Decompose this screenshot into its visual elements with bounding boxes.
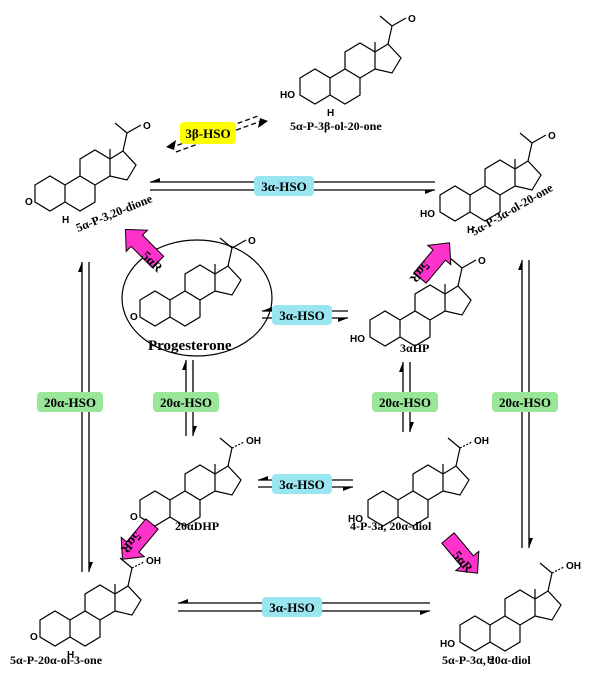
compound-label-p3b: 5α-P-3β-ol-20-one <box>290 119 382 133</box>
svg-text:3α-HSO: 3α-HSO <box>279 477 325 492</box>
structure-diol4p: OH HO <box>348 436 489 527</box>
enzyme-box-3a-hso-bottom: 3α-HSO <box>262 597 322 617</box>
enzyme-box-3a-hso-middle: 3α-HSO <box>272 305 332 325</box>
atom-label: O <box>478 256 486 267</box>
atom-label: HO <box>440 639 455 650</box>
atom-label: O <box>408 14 416 25</box>
arrowhead <box>89 562 93 572</box>
structure-progesterone: O O <box>130 236 256 327</box>
atom-label: HO <box>280 90 295 101</box>
structure-20adhp: OH O <box>130 436 261 527</box>
progesterone-highlight-ellipse <box>121 239 273 357</box>
atom-label: O <box>130 312 138 323</box>
arrowhead <box>178 599 188 603</box>
compound-label-diol5a: 5α-P-3α, 20α-diol <box>442 653 531 667</box>
compound-label-20adhp: 20αDHP <box>175 519 219 533</box>
svg-text:20α-HSO: 20α-HSO <box>379 395 431 410</box>
structure-3ahp: O HO <box>350 256 486 347</box>
atom-label: OH <box>474 436 489 447</box>
atom-label: H <box>67 650 74 661</box>
arrowhead <box>182 360 186 370</box>
atom-label: O <box>25 197 33 208</box>
enzyme-box-3b-hso: 3β-HSO <box>180 122 236 144</box>
structure-p20aol3one: OH O H <box>30 556 161 661</box>
compound-label-dione: 5α-P-3,20-dione <box>74 191 155 235</box>
arrowhead <box>338 318 348 322</box>
arrowhead <box>343 487 353 491</box>
atom-label: HO <box>348 514 363 525</box>
arrowhead <box>258 118 268 128</box>
arrowhead <box>518 260 522 270</box>
reductase-arrow-1: 5αR <box>124 228 166 275</box>
arrowhead <box>78 262 82 272</box>
svg-text:3α-HSO: 3α-HSO <box>261 179 307 194</box>
compound-label-diol4p: 4-P-3a, 20α-diol <box>350 519 432 533</box>
compound-label-3ahp: 3αHP <box>400 341 429 355</box>
atom-label: H <box>62 215 69 226</box>
compound-label-progesterone: Progesterone <box>148 338 232 354</box>
enzyme-box-3a-hso-lower: 3α-HSO <box>272 474 332 494</box>
atom-label: H <box>467 225 474 236</box>
structure-dione: O O H <box>25 121 151 226</box>
reductase-arrow-2: 5αR <box>407 242 452 287</box>
arrowhead <box>193 426 197 436</box>
enzyme-box-3a-hso-top: 3α-HSO <box>254 176 314 196</box>
arrowhead <box>262 307 272 311</box>
structure-diol5a: OH HO H <box>440 561 581 666</box>
compound-label-p3a20one: 5α-P-3α-ol-20-one <box>469 180 556 238</box>
arrowhead <box>399 362 403 372</box>
atom-label: O <box>548 131 556 142</box>
svg-text:3α-HSO: 3α-HSO <box>279 308 325 323</box>
enzyme-box-20a-hso-3ahp: 20α-HSO <box>372 392 438 412</box>
svg-text:20α-HSO: 20α-HSO <box>499 395 551 410</box>
svg-text:20α-HSO: 20α-HSO <box>44 395 96 410</box>
arrowhead <box>166 140 176 150</box>
atom-label: OH <box>246 436 261 447</box>
structure-p3b: O HO H <box>280 14 416 119</box>
structure-p3a20one: O HO H <box>420 131 556 236</box>
atom-label: H <box>487 655 494 666</box>
arrowhead <box>150 178 160 182</box>
arrowhead <box>410 422 414 432</box>
enzyme-box-20a-hso-progesterone: 20α-HSO <box>153 392 219 412</box>
atom-label: O <box>143 121 151 132</box>
atom-label: O <box>248 236 256 247</box>
atom-label: HO <box>420 209 435 220</box>
arrowhead <box>425 190 435 194</box>
svg-text:3α-HSO: 3α-HSO <box>269 600 315 615</box>
reductase-arrow-4: 5αR <box>441 532 480 576</box>
arrow-left-vertical <box>81 262 90 572</box>
atom-label: O <box>130 512 138 523</box>
atom-label: OH <box>566 561 581 572</box>
enzyme-box-20a-hso-right: 20α-HSO <box>492 392 558 412</box>
atom-label: O <box>30 632 38 643</box>
compound-label-p20aol3one: 5α-P-20α-ol-3-one <box>10 653 103 667</box>
atom-label: HO <box>350 334 365 345</box>
arrowhead <box>258 476 268 480</box>
atom-label: H <box>327 108 334 119</box>
atom-label: OH <box>146 556 161 567</box>
arrowhead <box>420 611 430 615</box>
arrowhead <box>529 538 533 548</box>
svg-text:20α-HSO: 20α-HSO <box>160 395 212 410</box>
enzyme-box-20a-hso-left: 20α-HSO <box>37 392 103 412</box>
svg-text:3β-HSO: 3β-HSO <box>185 126 230 141</box>
